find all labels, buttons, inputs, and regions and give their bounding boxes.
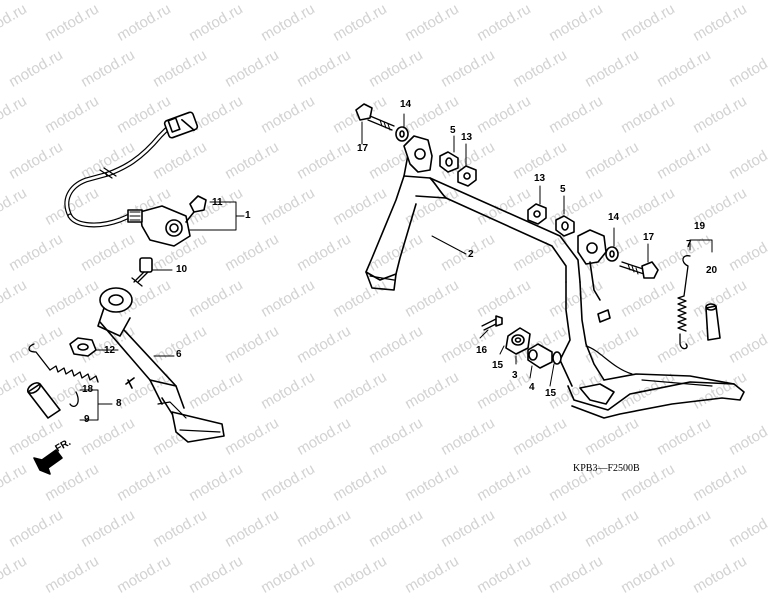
nut-13-right bbox=[527, 203, 547, 225]
nut-12 bbox=[69, 337, 97, 357]
side-stand-switch-wire bbox=[64, 125, 171, 228]
bushing-4 bbox=[527, 343, 553, 369]
switch-connector bbox=[163, 111, 199, 139]
callout-15-left: 15 bbox=[492, 360, 504, 371]
small-pin bbox=[125, 377, 135, 389]
side-stand bbox=[97, 287, 225, 443]
callout-4: 4 bbox=[529, 382, 535, 393]
callout-12: 12 bbox=[104, 345, 116, 356]
callout-18: 18 bbox=[82, 384, 94, 395]
spring-cover-20 bbox=[705, 303, 721, 341]
callout-20: 20 bbox=[706, 265, 718, 276]
callout-9: 9 bbox=[84, 414, 90, 425]
callout-17-left: 17 bbox=[357, 143, 369, 154]
callout-5-right: 5 bbox=[560, 184, 566, 195]
callout-3: 3 bbox=[512, 370, 518, 381]
callout-2: 2 bbox=[468, 249, 474, 260]
bolt-17-left bbox=[355, 103, 395, 131]
callout-1: 1 bbox=[245, 210, 251, 221]
callout-6: 6 bbox=[176, 349, 182, 360]
callout-10: 10 bbox=[176, 264, 188, 275]
diagram-drawing bbox=[26, 103, 745, 475]
collar-3 bbox=[505, 327, 531, 355]
pin-16 bbox=[481, 315, 503, 331]
callout-16: 16 bbox=[476, 345, 488, 356]
spring-9 bbox=[28, 343, 99, 407]
front-arrow-icon bbox=[33, 449, 63, 475]
collar-5-left bbox=[439, 151, 459, 173]
callout-11: 11 bbox=[212, 197, 223, 208]
spring-cover-18 bbox=[26, 382, 61, 419]
callout-19: 19 bbox=[694, 221, 706, 232]
bolt-11 bbox=[185, 195, 207, 223]
washer-14-right bbox=[605, 246, 619, 262]
washer-14-left bbox=[395, 126, 409, 142]
nut-13-left bbox=[457, 165, 477, 187]
side-stand-switch bbox=[127, 205, 191, 247]
callout-14-right: 14 bbox=[608, 212, 620, 223]
callout-7: 7 bbox=[686, 239, 692, 250]
collar-5-right bbox=[555, 215, 575, 237]
main-stand bbox=[365, 135, 745, 419]
callout-8: 8 bbox=[116, 398, 122, 409]
bolt-10 bbox=[131, 257, 153, 287]
callout-13-left: 13 bbox=[461, 132, 473, 143]
washer-15 bbox=[552, 351, 562, 365]
callout-17-right: 17 bbox=[643, 232, 655, 243]
bolt-17-right bbox=[619, 261, 659, 279]
spring-7 bbox=[677, 255, 691, 350]
callout-14-left: 14 bbox=[400, 99, 412, 110]
callout-15-right: 15 bbox=[545, 388, 557, 399]
callout-5-left: 5 bbox=[450, 125, 456, 136]
callout-13-right: 13 bbox=[534, 173, 546, 184]
diagram-code: KPB3—F2500B bbox=[573, 463, 640, 474]
